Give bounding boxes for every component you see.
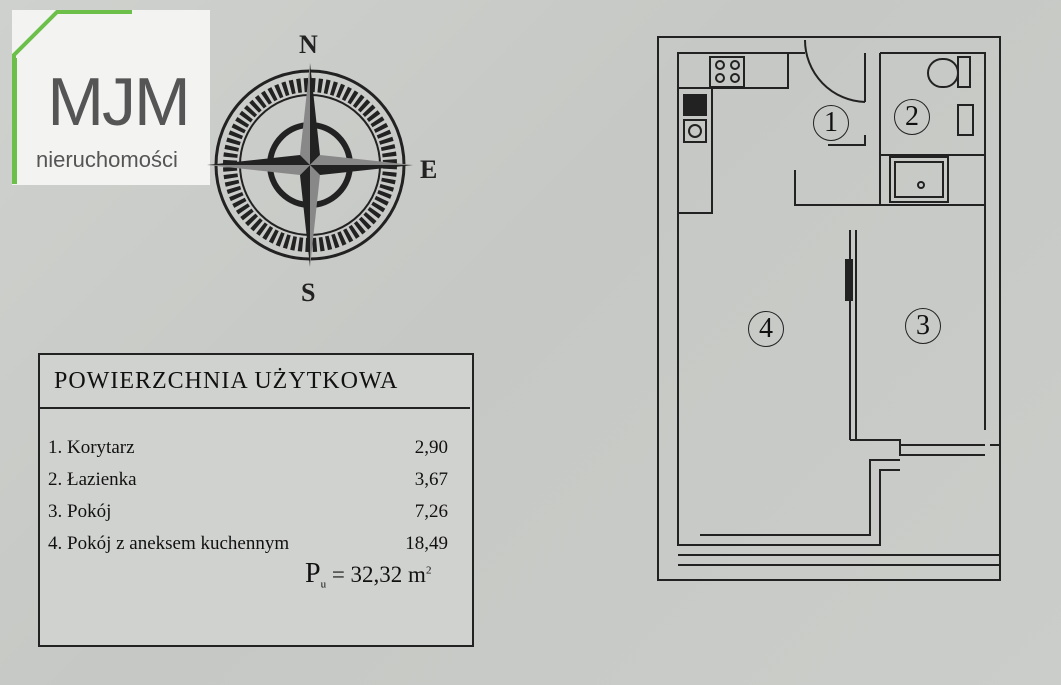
compass-rose: N E S bbox=[205, 25, 455, 315]
floor-plan-drawing bbox=[657, 36, 1001, 581]
room-row: 4. Pokój z aneksem kuchennym 18,49 bbox=[48, 533, 448, 563]
total-symbol: P bbox=[305, 558, 321, 589]
floor-plan: 1 2 3 4 bbox=[640, 25, 1040, 595]
compass-east-label: E bbox=[420, 155, 438, 184]
room-area: 7,26 bbox=[414, 501, 448, 522]
room-number-4: 4 bbox=[748, 311, 784, 347]
room-label: 2. Łazienka bbox=[48, 469, 137, 490]
room-area: 18,49 bbox=[405, 533, 448, 554]
logo-subtitle: nieruchomości bbox=[36, 147, 178, 172]
area-table-title: POWIERZCHNIA UŻYTKOWA bbox=[40, 355, 470, 409]
company-logo: MJM nieruchomości bbox=[12, 10, 210, 185]
room-row: 1. Korytarz 2,90 bbox=[48, 437, 448, 467]
total-value: = 32,32 m bbox=[331, 562, 426, 587]
room-area: 2,90 bbox=[414, 437, 448, 458]
compass-south-label: S bbox=[301, 278, 316, 307]
room-row: 3. Pokój 7,26 bbox=[48, 501, 448, 531]
compass-rose-icon bbox=[207, 63, 413, 267]
room-number-1: 1 bbox=[813, 105, 849, 141]
total-area: Pu = 32,32 m2 bbox=[305, 558, 431, 591]
room-number-3: 3 bbox=[905, 308, 941, 344]
room-number-2: 2 bbox=[894, 99, 930, 135]
compass-north-label: N bbox=[299, 30, 318, 59]
room-row: 2. Łazienka 3,67 bbox=[48, 469, 448, 499]
area-table: POWIERZCHNIA UŻYTKOWA 1. Korytarz 2,90 2… bbox=[38, 353, 474, 647]
room-area: 3,67 bbox=[414, 469, 448, 490]
room-label: 1. Korytarz bbox=[48, 437, 135, 458]
total-subscript: u bbox=[320, 578, 327, 591]
room-label: 4. Pokój z aneksem kuchennym bbox=[48, 533, 290, 554]
logo-mark: MJM bbox=[47, 64, 190, 140]
room-label: 3. Pokój bbox=[48, 501, 112, 522]
logo-accent-bar bbox=[12, 58, 17, 184]
house-roof-icon bbox=[12, 10, 132, 65]
total-unit-exponent: 2 bbox=[425, 564, 432, 577]
